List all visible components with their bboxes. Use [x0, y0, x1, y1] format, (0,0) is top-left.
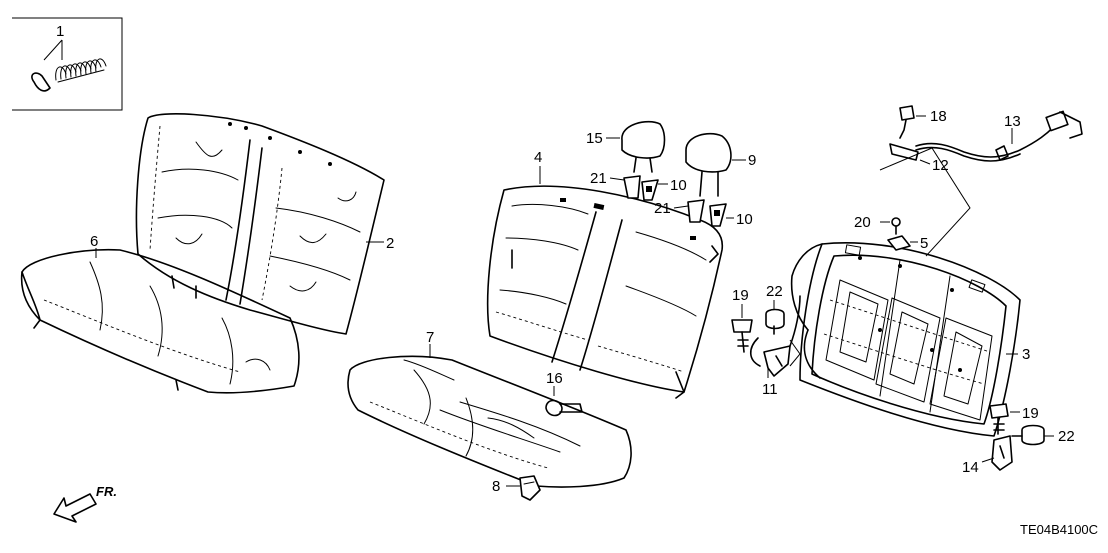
direction-label: FR.	[96, 484, 117, 499]
callout-15: 15	[586, 130, 603, 147]
part-5-clip	[887, 235, 918, 251]
callout-8: 8	[492, 478, 500, 495]
callout-7: 7	[426, 329, 434, 346]
callout-18: 18	[930, 108, 947, 125]
callout-22-left: 22	[766, 283, 783, 300]
part-3-seatback-frame	[790, 242, 1021, 437]
part-14-striker	[981, 435, 1013, 471]
part-9-headrest	[685, 132, 746, 197]
callout-10-right: 10	[736, 211, 753, 228]
single-clip	[31, 72, 51, 92]
part-12-release-lever	[889, 143, 931, 165]
part-19-bolt-left	[731, 304, 753, 353]
part-19-bolt-right	[989, 403, 1020, 435]
callout-14: 14	[962, 459, 979, 476]
callout-1: 1	[56, 23, 64, 40]
diagram-code: TE04B4100C	[1020, 522, 1098, 537]
callout-4: 4	[534, 149, 542, 166]
callout-19-left: 19	[732, 287, 749, 304]
part-18-bolt	[899, 105, 926, 139]
part-21-guide-left	[609, 175, 641, 199]
callout-9: 9	[748, 152, 756, 169]
part-4-seatback-pad	[486, 166, 724, 399]
callout-21-right: 21	[654, 200, 671, 217]
part-1-clip-kit	[12, 17, 123, 111]
callout-19-right: 19	[1022, 405, 1039, 422]
part-16-hook	[545, 386, 583, 417]
part-8-hook	[506, 475, 541, 501]
part-15-headrest	[606, 120, 666, 173]
callout-3: 3	[1022, 346, 1030, 363]
part-13-release-cable	[915, 110, 1083, 162]
callout-12: 12	[932, 157, 949, 174]
front-direction-arrow: FR.	[53, 484, 117, 523]
callout-11: 11	[762, 381, 778, 398]
part-6-cushion-cover	[20, 248, 300, 394]
callout-labels: 1 2 3 4 5 6 7 8 9 10 10 11 12 13 14 15 1…	[56, 23, 1075, 495]
callout-22-right: 22	[1058, 428, 1075, 445]
callout-6: 6	[90, 233, 98, 250]
part-10-guide-right	[709, 203, 734, 227]
part-22-bolt-left	[765, 300, 785, 335]
callout-2: 2	[386, 235, 394, 252]
part-11-striker	[749, 295, 801, 378]
part-21-guide-right	[673, 199, 705, 223]
callout-20: 20	[854, 214, 871, 231]
callout-5: 5	[920, 235, 928, 252]
part-10-guide-left	[641, 179, 668, 201]
part-2-seatback-cover	[135, 113, 385, 335]
callout-16: 16	[546, 370, 563, 387]
part-22-bolt-right	[1011, 424, 1054, 446]
callout-21-left: 21	[590, 170, 607, 187]
part-7-cushion-pad	[347, 344, 632, 488]
callout-10-left: 10	[670, 177, 687, 194]
clip-coil	[55, 58, 107, 83]
part-20-bolt	[880, 217, 901, 235]
callout-13: 13	[1004, 113, 1021, 130]
